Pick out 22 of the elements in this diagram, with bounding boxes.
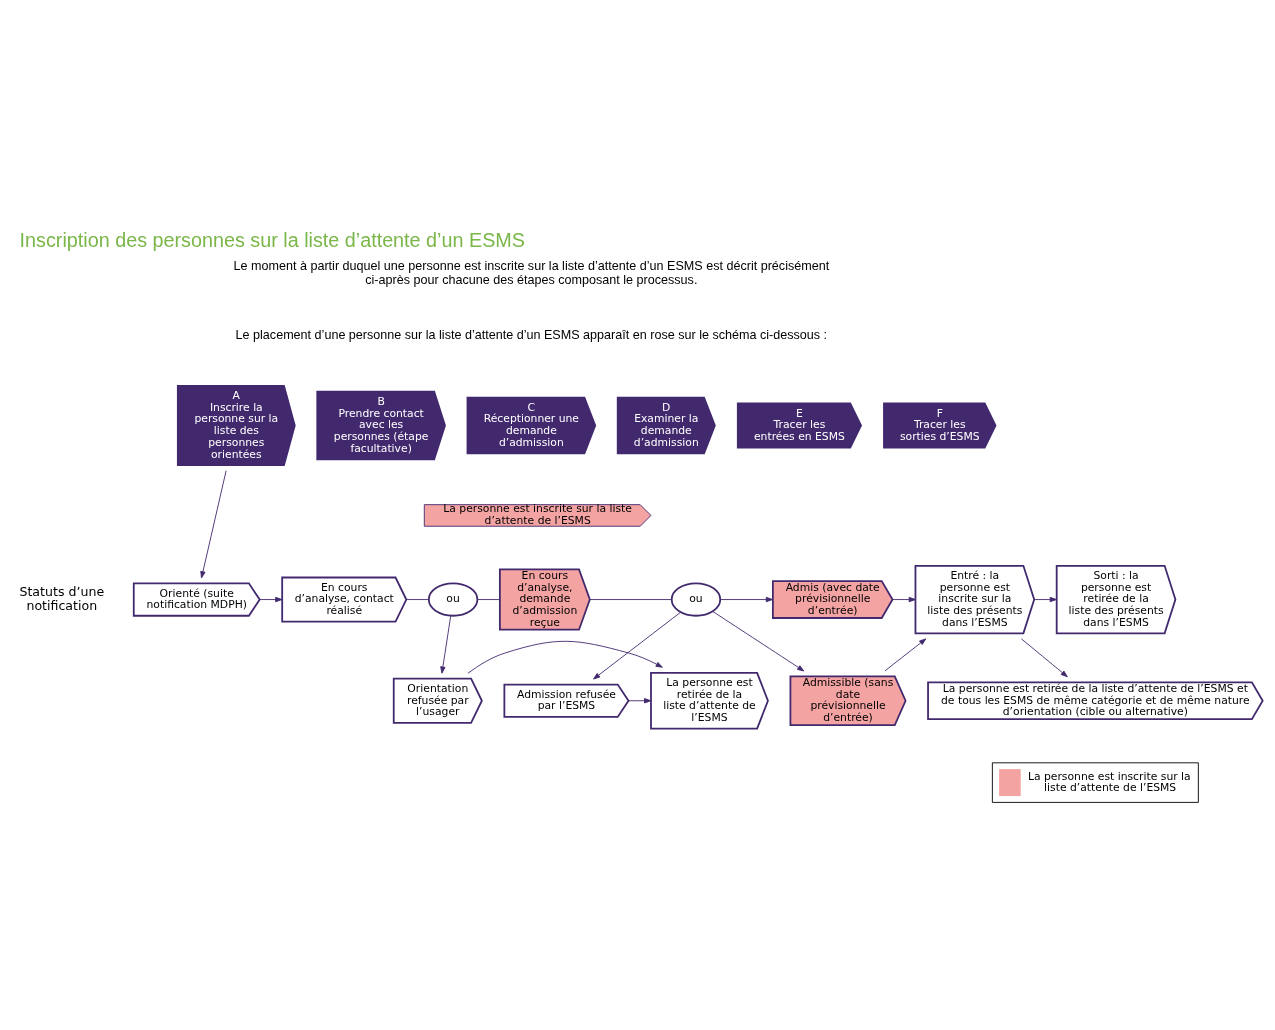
arrow [892, 596, 916, 603]
legend-label: La personne est inscrite sur la liste d’attente de l’ESMS [1027, 769, 1191, 795]
label: Le moment à partir duquel une personne est inscrite sur la liste d’attente d’un ESMS est décrit précisément ci-après pour chacune des étapes composant le processus. [233, 259, 830, 287]
arrow [467, 640, 663, 674]
connector [477, 599, 501, 600]
node-ellipse: ou [427, 582, 479, 617]
connector [589, 599, 672, 600]
arrow [884, 638, 927, 672]
arrow [593, 611, 682, 680]
label: Statuts d’une notification [19, 584, 105, 613]
arrow [719, 596, 773, 603]
arrow [1020, 638, 1068, 678]
arrow [1033, 596, 1057, 603]
arrow [259, 596, 283, 603]
arrow [440, 615, 452, 674]
connector [405, 599, 430, 600]
diagram-title: Inscription des personnes sur la liste d’attente d’un ESMS [19, 229, 525, 252]
arrow [628, 698, 652, 704]
arrow [200, 470, 227, 579]
label: Le placement d’une personne sur la liste d’attente d’un ESMS apparaît en rose sur le schéma ci-dessous : [235, 327, 828, 342]
arrow [712, 611, 805, 672]
node-ellipse: ou [670, 582, 722, 617]
